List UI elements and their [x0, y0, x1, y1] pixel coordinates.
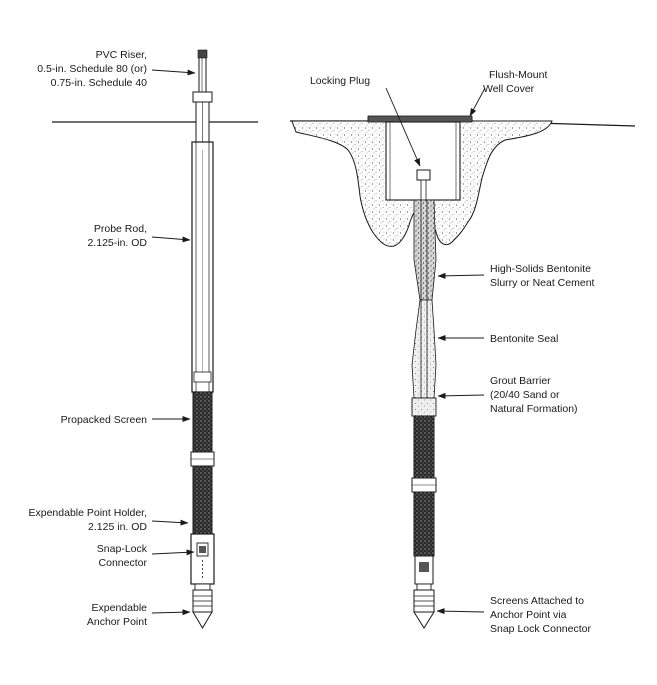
screen-lower-right — [413, 491, 435, 557]
label-grout-barrier-2: (20/40 Sand or — [490, 389, 560, 401]
label-snap-lock-1: Snap-Lock — [97, 543, 148, 555]
screen-upper-right — [413, 415, 435, 479]
label-screens-attached-1: Screens Attached to — [490, 595, 584, 607]
label-grout-barrier-3: Natural Formation) — [490, 403, 578, 415]
right-assembly — [290, 115, 636, 629]
label-point-holder-2: 2.125 in. OD — [88, 521, 147, 533]
label-probe-rod-2: 2.125-in. OD — [87, 237, 147, 249]
propacked-screen-upper — [192, 391, 213, 453]
label-snap-lock-2: Connector — [99, 557, 148, 569]
locking-plug — [416, 169, 431, 181]
label-bentonite-seal: Bentonite Seal — [490, 333, 558, 345]
label-screens-attached-3: Snap Lock Connector — [490, 623, 591, 635]
expendable-anchor-point — [192, 583, 213, 629]
label-bentonite-slurry-1: High-Solids Bentonite — [490, 263, 591, 275]
label-well-cover-1: Flush-Mount — [489, 69, 547, 81]
bentonite-seal — [411, 299, 437, 399]
left-assembly — [52, 49, 258, 629]
right-labels: Locking Plug Flush-Mount Well Cover High… — [310, 69, 595, 635]
leader-arrows — [151, 69, 486, 616]
anchor-point-right — [413, 555, 435, 629]
probe-rod — [191, 141, 214, 393]
label-pvc-riser-1: PVC Riser, — [96, 49, 147, 61]
label-propacked-screen: Propacked Screen — [61, 414, 148, 426]
pvc-riser — [192, 49, 213, 143]
propacked-screen-lower — [192, 465, 213, 535]
label-pvc-riser-3: 0.75-in. Schedule 40 — [51, 77, 147, 89]
label-probe-rod-1: Probe Rod, — [94, 223, 147, 235]
label-grout-barrier-1: Grout Barrier — [490, 375, 551, 387]
label-anchor-point-1: Expendable — [92, 602, 148, 614]
label-well-cover-2: Well Cover — [483, 83, 535, 95]
label-anchor-point-2: Anchor Point — [87, 616, 147, 628]
label-pvc-riser-2: 0.5-in. Schedule 80 (or) — [37, 63, 147, 75]
label-point-holder-1: Expendable Point Holder, — [29, 507, 148, 519]
label-screens-attached-2: Anchor Point via — [490, 609, 567, 621]
label-locking-plug: Locking Plug — [310, 75, 370, 87]
label-bentonite-slurry-2: Slurry or Neat Cement — [490, 277, 595, 289]
bentonite-slurry-column — [413, 199, 437, 301]
left-labels: PVC Riser, 0.5-in. Schedule 80 (or) 0.75… — [29, 49, 148, 628]
grout-barrier — [411, 397, 437, 417]
flush-mount-well-cover — [367, 115, 473, 201]
